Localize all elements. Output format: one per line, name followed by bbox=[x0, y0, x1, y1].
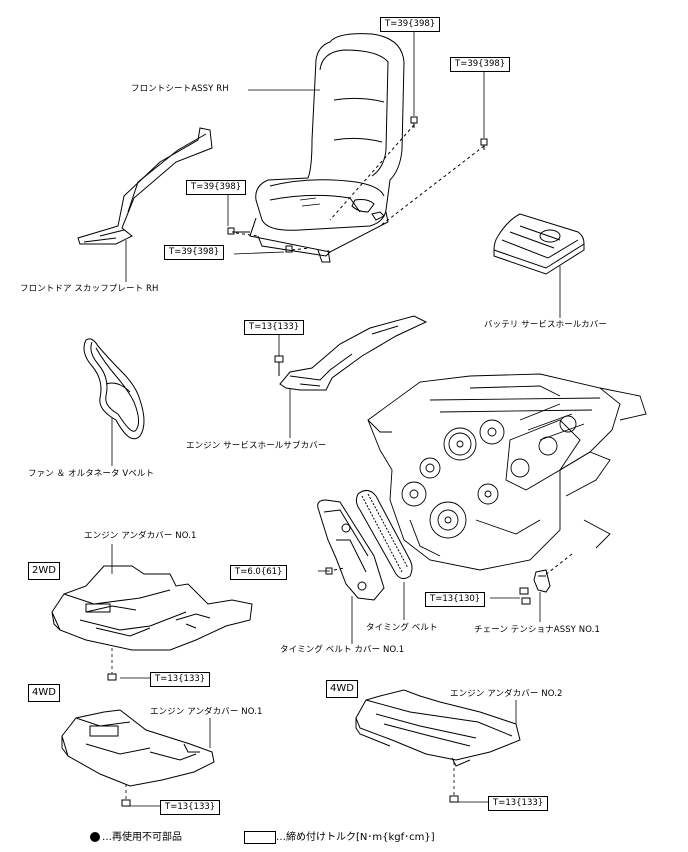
label-under-cover-4wd-2: エンジン アンダカバー NO.2 bbox=[450, 689, 563, 699]
label-timing-cover: タイミング ベルト カバー NO.1 bbox=[280, 645, 405, 655]
torque-sub-cover: T=13{133} bbox=[244, 320, 305, 335]
filled-circle-icon bbox=[90, 832, 100, 842]
torque-timing-cover: T=6.0{61} bbox=[230, 565, 288, 580]
engine-drawing bbox=[367, 373, 647, 571]
legend-torque: …締め付けトルク[N･m{kgf･cm}] bbox=[276, 832, 435, 843]
timing-belt-drawing bbox=[355, 490, 413, 580]
label-chain-tensioner: チェーン テンショナASSY NO.1 bbox=[474, 625, 600, 635]
tag-4wd-right: 4WD bbox=[326, 680, 358, 698]
sub-cover-drawing bbox=[279, 315, 428, 391]
torque-under-4wd-1: T=13{133} bbox=[160, 800, 221, 815]
under-cover-bolts bbox=[107, 673, 459, 807]
torque-seat-left-lower: T=39{398} bbox=[164, 245, 225, 260]
torque-under-4wd-2: T=13{133} bbox=[488, 796, 549, 811]
label-battery-cover: バッテリ サービスホールカバー bbox=[484, 320, 607, 330]
legend-non-reusable: …再使用不可部品 bbox=[102, 832, 182, 843]
label-scuff-plate: フロントドア スカッフプレート RH bbox=[20, 284, 159, 294]
v-belt-drawing bbox=[83, 338, 145, 440]
torque-tensioner: T=13{130} bbox=[425, 592, 486, 607]
label-front-seat: フロントシートASSY RH bbox=[131, 84, 229, 94]
battery-cover-drawing bbox=[493, 213, 585, 275]
label-under-cover-4wd-1: エンジン アンダカバー NO.1 bbox=[150, 707, 263, 717]
chain-tensioner-drawing bbox=[519, 569, 551, 605]
leader-lines bbox=[111, 32, 561, 807]
torque-seat-right: T=39{398} bbox=[450, 57, 511, 72]
scuff-plate-drawing bbox=[77, 127, 213, 245]
timing-cover-drawing bbox=[317, 499, 385, 601]
seat-bolt-lines bbox=[235, 124, 485, 251]
front-seat-drawing bbox=[232, 33, 405, 263]
under-cover-4wd-2-drawing bbox=[355, 689, 521, 767]
label-sub-cover: エンジン サービスホールサブカバー bbox=[186, 441, 327, 451]
label-timing-belt: タイミング ベルト bbox=[366, 623, 438, 633]
sub-cover-bolt bbox=[274, 355, 284, 376]
engine-dashed-lines bbox=[333, 553, 573, 577]
bolt-icons bbox=[227, 116, 488, 253]
torque-seat-top: T=39{398} bbox=[380, 17, 441, 32]
torque-seat-left-upper: T=39{398} bbox=[186, 180, 247, 195]
under-cover-2wd-drawing bbox=[51, 565, 253, 651]
timing-cover-bolt bbox=[325, 567, 333, 575]
tag-2wd: 2WD bbox=[28, 562, 60, 580]
under-cover-bolt-lines bbox=[111, 648, 455, 800]
tag-4wd-left: 4WD bbox=[28, 684, 60, 702]
rectangle-frame-icon bbox=[244, 831, 276, 844]
torque-under-2wd: T=13{133} bbox=[150, 672, 211, 687]
under-cover-4wd-1-drawing bbox=[61, 709, 215, 787]
label-v-belt: ファン ＆ オルタネータ Vベルト bbox=[28, 469, 155, 479]
label-under-cover-2wd: エンジン アンダカバー NO.1 bbox=[84, 531, 197, 541]
